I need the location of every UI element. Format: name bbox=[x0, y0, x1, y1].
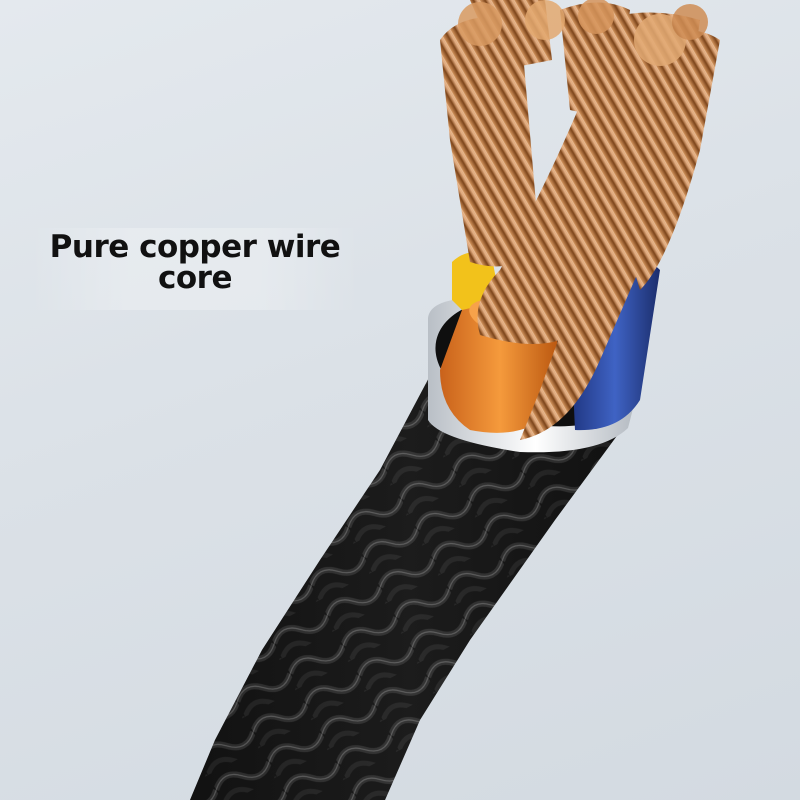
caption-line-2: core bbox=[158, 260, 233, 296]
braided-jacket bbox=[190, 372, 630, 800]
caption-background bbox=[30, 228, 360, 310]
copper-strands bbox=[440, 0, 720, 440]
feature-caption: Pure copper wire core bbox=[30, 232, 360, 294]
caption-line-1: Pure copper wire bbox=[49, 229, 341, 265]
